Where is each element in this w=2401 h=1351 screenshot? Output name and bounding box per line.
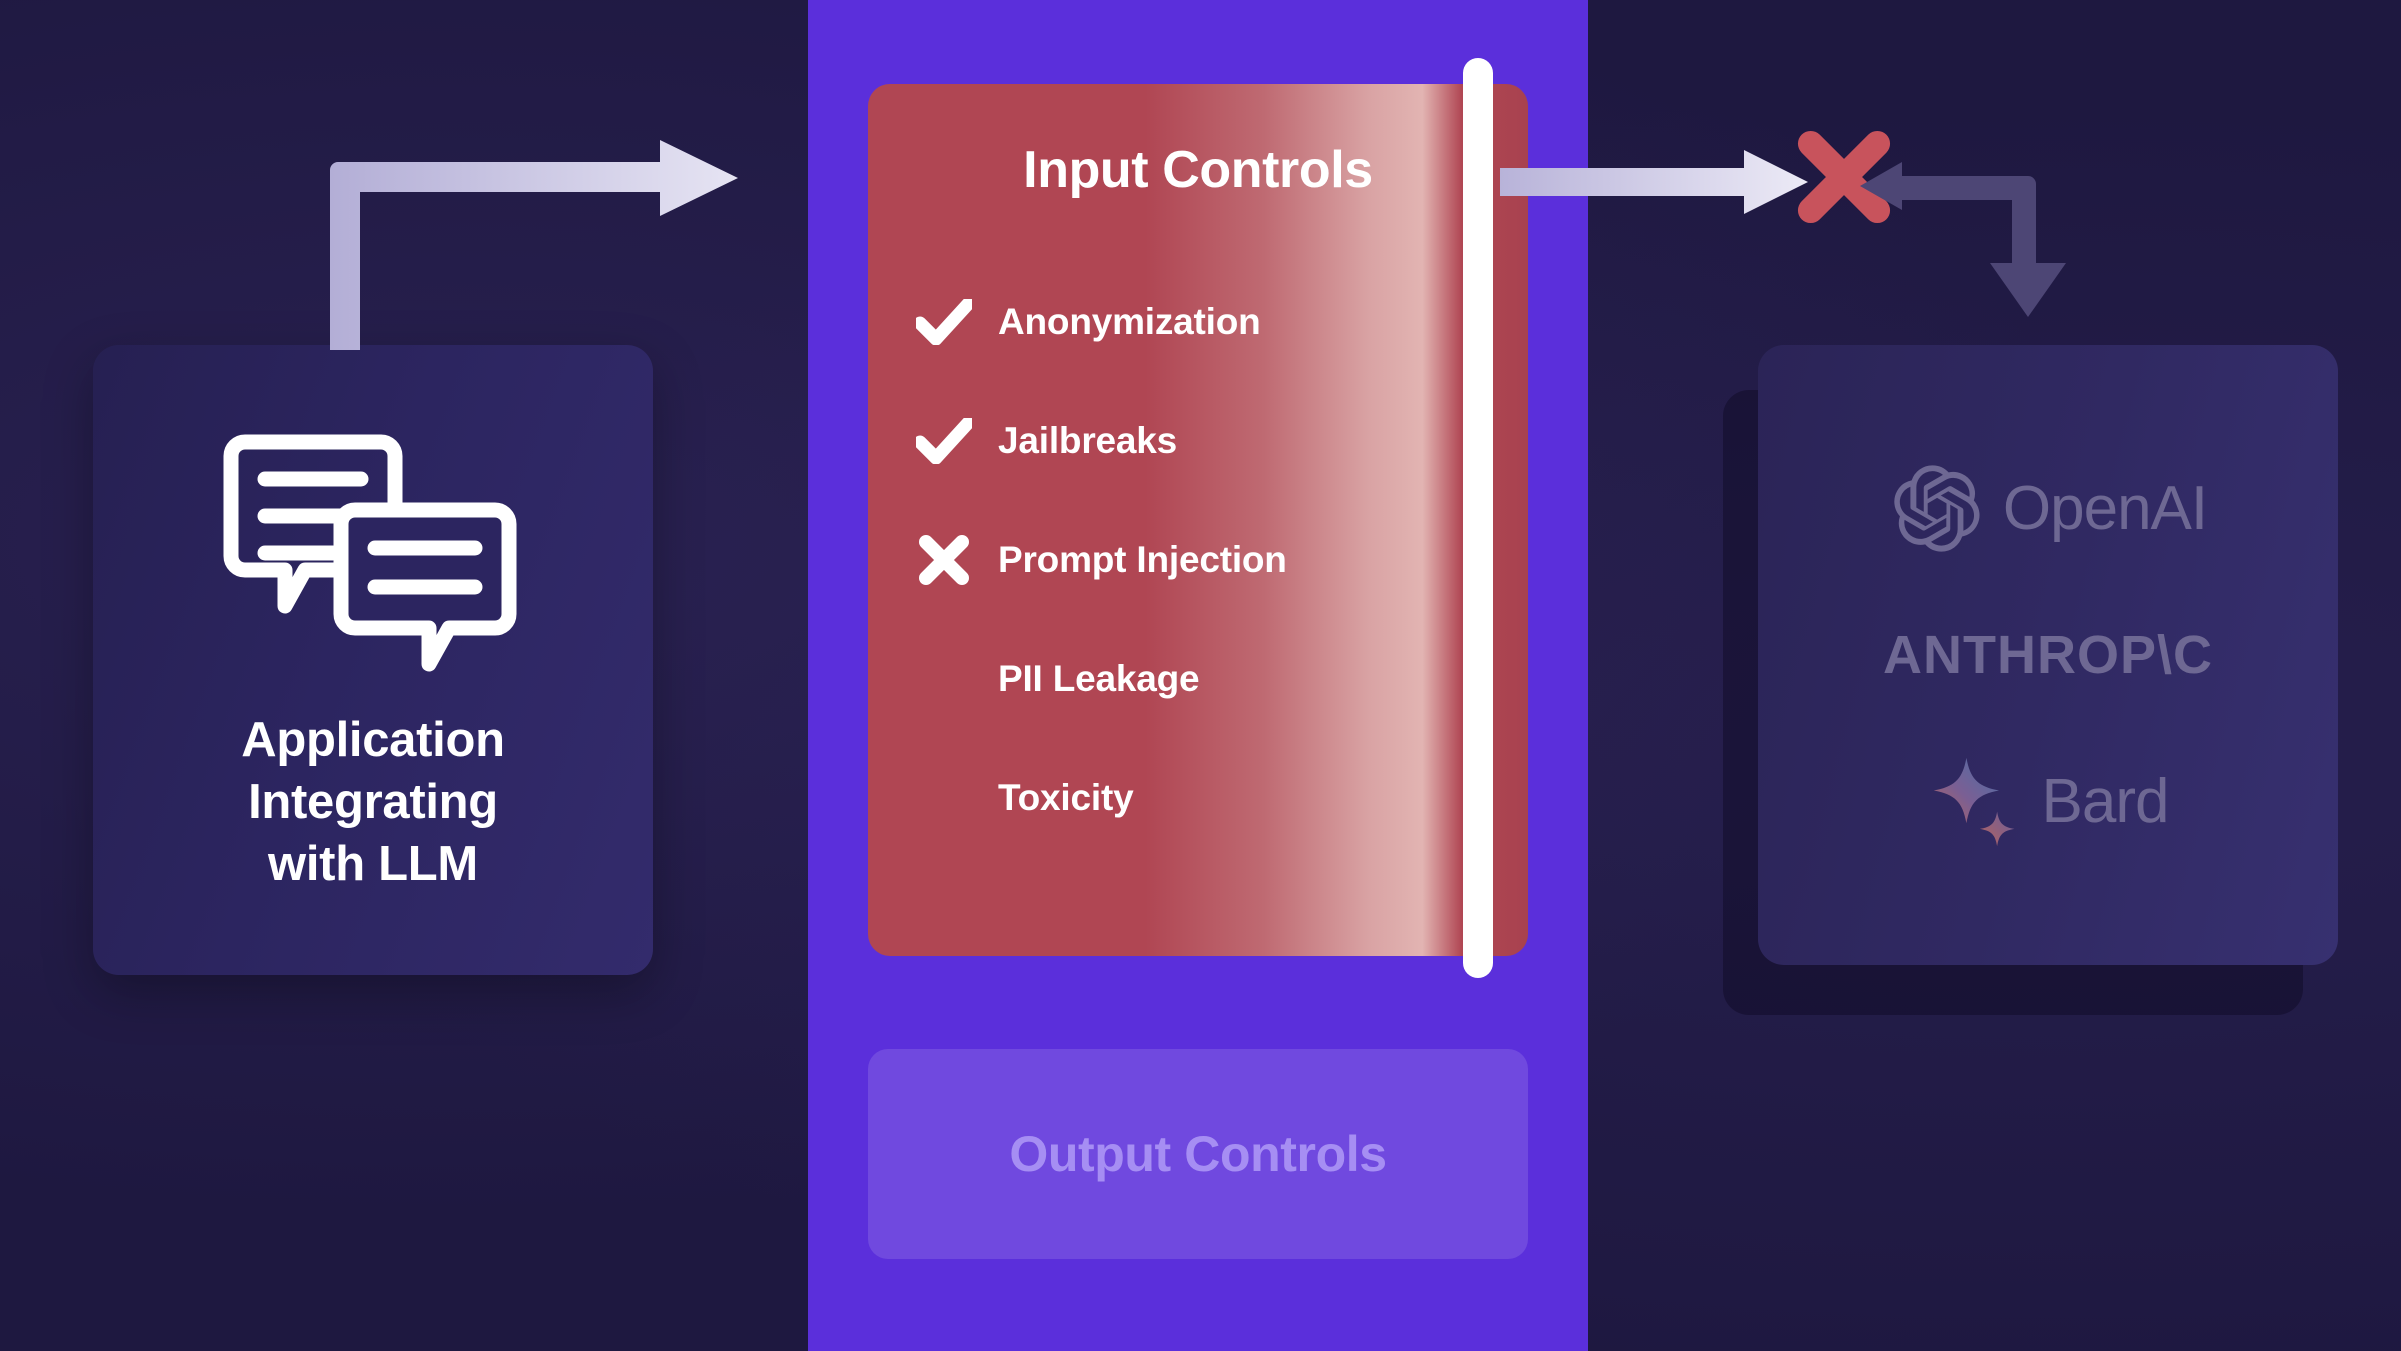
control-item-prompt-injection[interactable]: Prompt Injection xyxy=(912,500,1528,619)
input-controls-list: Anonymization Jailbreaks Prompt Injectio… xyxy=(868,262,1528,857)
provider-anthropic[interactable]: ANTHROP\C xyxy=(1758,624,2338,686)
application-card-label-line-2: Integrating xyxy=(248,775,498,830)
openai-logo-icon xyxy=(1894,464,1980,552)
control-item-anonymization[interactable]: Anonymization xyxy=(912,262,1528,381)
control-item-pii-leakage[interactable]: PII Leakage xyxy=(912,619,1528,738)
input-controls-title: Input Controls xyxy=(1023,141,1373,199)
llm-providers-card[interactable]: OpenAI ANTHROP\C Bard xyxy=(1758,345,2338,965)
check-icon xyxy=(912,298,976,345)
cross-icon xyxy=(912,534,976,585)
control-label: Toxicity xyxy=(998,776,1134,818)
chat-bubbles-icon xyxy=(223,434,517,672)
arrow-down-to-llm-providers xyxy=(1860,162,2066,317)
application-card-label-line-3: with LLM xyxy=(268,836,478,891)
control-item-toxicity[interactable]: Toxicity xyxy=(912,738,1528,857)
control-label: PII Leakage xyxy=(998,657,1200,699)
application-card-label: Application Integrating with LLM xyxy=(241,710,505,895)
control-label: Prompt Injection xyxy=(998,538,1287,580)
bard-sparkle-icon xyxy=(1933,757,2014,846)
output-controls-card[interactable]: Output Controls xyxy=(868,1049,1528,1259)
provider-name: ANTHROP\C xyxy=(1883,625,2213,685)
provider-name: OpenAI xyxy=(2002,474,2208,543)
input-controls-card[interactable]: Input Controls Anonymization Jailbreaks xyxy=(868,84,1528,956)
reject-x-mark xyxy=(1797,130,1891,224)
application-card-label-line-1: Application xyxy=(241,713,505,768)
application-card[interactable]: Application Integrating with LLM xyxy=(93,345,653,975)
arrow-app-to-input-controls xyxy=(330,140,738,350)
control-item-jailbreaks[interactable]: Jailbreaks xyxy=(912,381,1528,500)
provider-openai[interactable]: OpenAI xyxy=(1758,461,2338,557)
check-icon xyxy=(912,417,976,464)
control-label: Anonymization xyxy=(998,300,1261,342)
provider-bard[interactable]: Bard xyxy=(1758,754,2338,850)
provider-name: Bard xyxy=(2041,767,2170,836)
control-label: Jailbreaks xyxy=(998,419,1178,461)
scan-bar xyxy=(1463,58,1493,978)
output-controls-title: Output Controls xyxy=(1009,1126,1387,1182)
